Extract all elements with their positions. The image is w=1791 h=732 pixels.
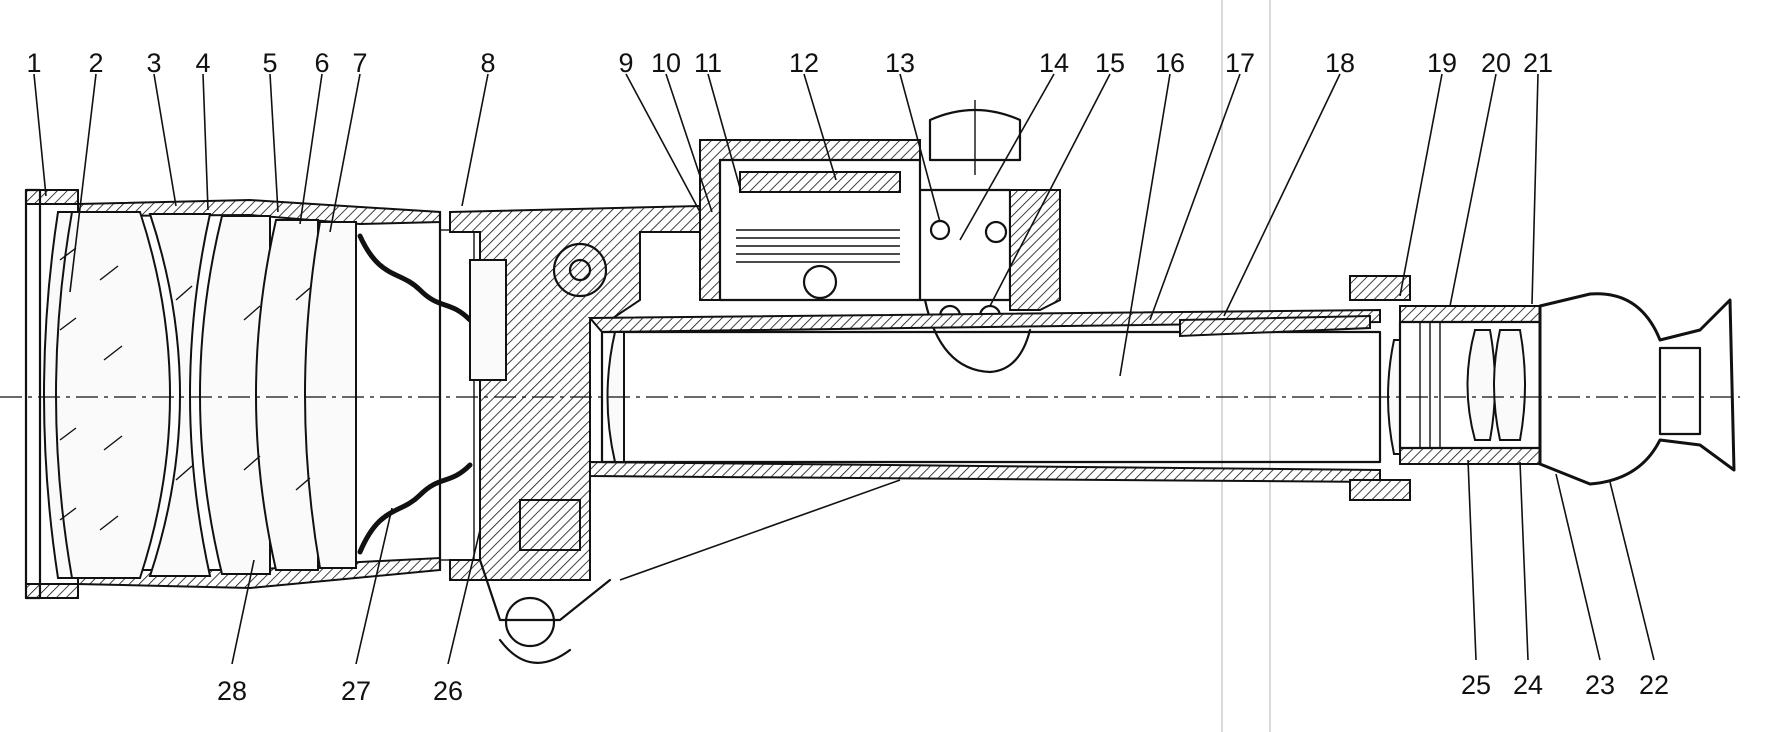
callout-28: 28 — [217, 676, 247, 706]
callout-15: 15 — [1095, 48, 1125, 78]
bellows — [357, 229, 475, 561]
callout-18: 18 — [1325, 48, 1355, 78]
callout-21: 21 — [1523, 48, 1553, 78]
callout-20: 20 — [1481, 48, 1511, 78]
callout-26: 26 — [433, 676, 463, 706]
callout-11: 11 — [694, 48, 722, 78]
eyepiece — [1398, 292, 1736, 486]
callout-4: 4 — [195, 48, 210, 78]
callout-14: 14 — [1039, 48, 1069, 78]
callout-10: 10 — [651, 48, 681, 78]
callout-16: 16 — [1155, 48, 1185, 78]
callouts-bottom: 28 27 26 25 24 23 22 — [217, 670, 1669, 706]
main-tube — [587, 275, 1411, 581]
callout-24: 24 — [1513, 670, 1543, 700]
callout-3: 3 — [146, 48, 161, 78]
mechanism-box — [699, 100, 1061, 374]
callout-1: 1 — [26, 48, 41, 78]
callout-2: 2 — [88, 48, 103, 78]
callout-22: 22 — [1639, 670, 1669, 700]
leader-lines — [33, 73, 1655, 665]
callout-13: 13 — [885, 48, 915, 78]
callout-27: 27 — [341, 676, 371, 706]
callout-19: 19 — [1427, 48, 1457, 78]
callout-5: 5 — [262, 48, 277, 78]
callout-8: 8 — [480, 48, 495, 78]
callout-17: 17 — [1225, 48, 1255, 78]
callout-7: 7 — [352, 48, 367, 78]
callout-6: 6 — [314, 48, 329, 78]
objective-lenses — [43, 211, 357, 579]
paper-fold-lines — [1221, 0, 1271, 732]
callout-12: 12 — [789, 48, 819, 78]
callouts-top: 1 2 3 4 5 6 7 8 9 10 11 12 13 14 15 16 1… — [26, 48, 1553, 78]
callout-9: 9 — [618, 48, 633, 78]
central-body — [449, 204, 701, 664]
callout-23: 23 — [1585, 670, 1615, 700]
callout-25: 25 — [1461, 670, 1491, 700]
